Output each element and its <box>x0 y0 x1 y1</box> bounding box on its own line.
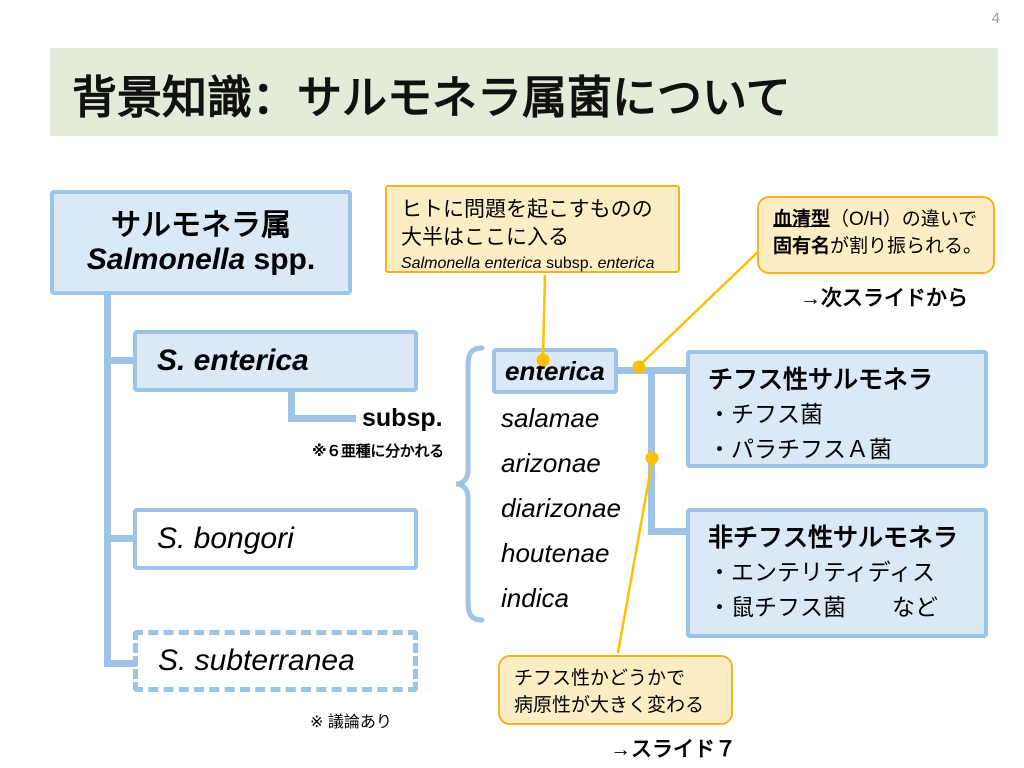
group-box-nontyphoidal[interactable]: 非チフス性サルモネラ ・エンテリティディス ・鼠チフス菌 など <box>686 508 988 638</box>
species-label-s-subterranea: S. subterranea <box>158 644 355 677</box>
group-header-nontyphoidal: 非チフス性サルモネラ <box>708 524 959 552</box>
subsp-note: ※６亜種に分かれる <box>312 443 444 460</box>
species-note: ※ 議論あり <box>310 714 392 731</box>
callout-right-line1-rest: （O/H）の違いで <box>830 209 978 230</box>
callout-top-sci-rank: subsp. <box>541 254 598 272</box>
callout-bottom[interactable]: チフス性かどうかで 病原性が大きく変わる <box>498 655 733 725</box>
species-box-s-bongori[interactable]: S. bongori <box>133 508 418 570</box>
species-label-s-bongori: S. bongori <box>157 522 294 555</box>
callout-right-arrow-note: →次スライドから <box>800 287 968 310</box>
group-connector-bottom <box>648 528 690 535</box>
callout-top-scientific-name: Salmonella enterica subsp. enterica <box>401 252 664 276</box>
genus-box-scientific-name: Salmonella spp. <box>87 243 315 277</box>
callout-top-sci-subsp: enterica <box>597 254 655 272</box>
subspecies-item-houtenae: houtenae <box>501 538 610 568</box>
group-item-typhoidal-1: ・チフス菌 <box>708 400 823 427</box>
species-box-s-subterranea[interactable]: S. subterranea <box>133 630 418 692</box>
group-item-typhoidal-2: ・パラチフスＡ菌 <box>708 436 892 463</box>
tree-trunk-line <box>104 295 111 667</box>
subsp-connector-vertical <box>288 390 295 422</box>
genus-box[interactable]: サルモネラ属 Salmonella spp. <box>50 190 352 295</box>
subspecies-item-enterica[interactable]: enterica <box>492 348 618 394</box>
callout-right-line2-bold: 固有名 <box>773 235 831 257</box>
page-title: 背景知識：サルモネラ属菌について <box>72 71 791 123</box>
callout-top[interactable]: ヒトに問題を起こすものの 大半はここに入る Salmonella enteric… <box>385 185 680 273</box>
tree-branch-line-bongori <box>104 535 137 542</box>
subspecies-item-salamae: salamae <box>501 403 600 433</box>
curly-brace-icon <box>455 345 485 623</box>
group-item-nontyphoidal-1: ・エンテリティディス <box>708 558 936 585</box>
tree-branch-line-enterica <box>104 357 137 364</box>
subspecies-item-diarizonae: diarizonae <box>501 493 621 523</box>
callout-top-line1: ヒトに問題を起こすものの <box>401 198 653 221</box>
subsp-connector-horizontal <box>288 415 356 422</box>
callout-bottom-line1: チフス性かどうかで <box>514 668 686 689</box>
tree-branch-line-subterranea <box>104 660 137 667</box>
callout-top-line2: 大半はここに入る <box>401 225 569 249</box>
callout-top-sci-genus: Salmonella enterica <box>401 254 542 272</box>
subspecies-item-indica: indica <box>501 583 569 613</box>
callout-right[interactable]: 血清型（O/H）の違いで 固有名が割り振られる。 <box>757 196 995 274</box>
callout-bottom-line2: 病原性が大きく変わる <box>514 694 705 716</box>
callout-right-line2: 固有名が割り振られる。 <box>773 234 983 261</box>
subspecies-item-arizonae: arizonae <box>501 448 601 478</box>
group-header-typhoidal: チフス性サルモネラ <box>708 366 934 394</box>
callout-right-line1-bold: 血清型 <box>773 209 831 230</box>
slide-number: 4 <box>991 10 1000 27</box>
genus-box-japanese-label: サルモネラ属 <box>111 208 291 242</box>
subsp-label: subsp. <box>362 404 443 432</box>
subspecies-list: enterica salamae arizonae diarizonae hou… <box>492 348 642 621</box>
callout-bottom-arrow-note: →スライド７ <box>610 738 736 761</box>
callout-right-line2-rest: が割り振られる。 <box>830 235 983 257</box>
species-box-s-enterica[interactable]: S. enterica <box>133 330 418 392</box>
group-box-typhoidal[interactable]: チフス性サルモネラ ・チフス菌 ・パラチフスＡ菌 <box>686 350 988 468</box>
group-item-nontyphoidal-2: ・鼠チフス菌 など <box>708 594 938 621</box>
group-connector-vertical <box>648 367 655 535</box>
title-band <box>50 48 998 136</box>
genus-name: Salmonella <box>86 242 246 276</box>
callout-right-line1: 血清型（O/H）の違いで <box>773 207 979 234</box>
species-label-s-enterica: S. enterica <box>157 344 309 377</box>
genus-rank: spp. <box>253 242 316 276</box>
